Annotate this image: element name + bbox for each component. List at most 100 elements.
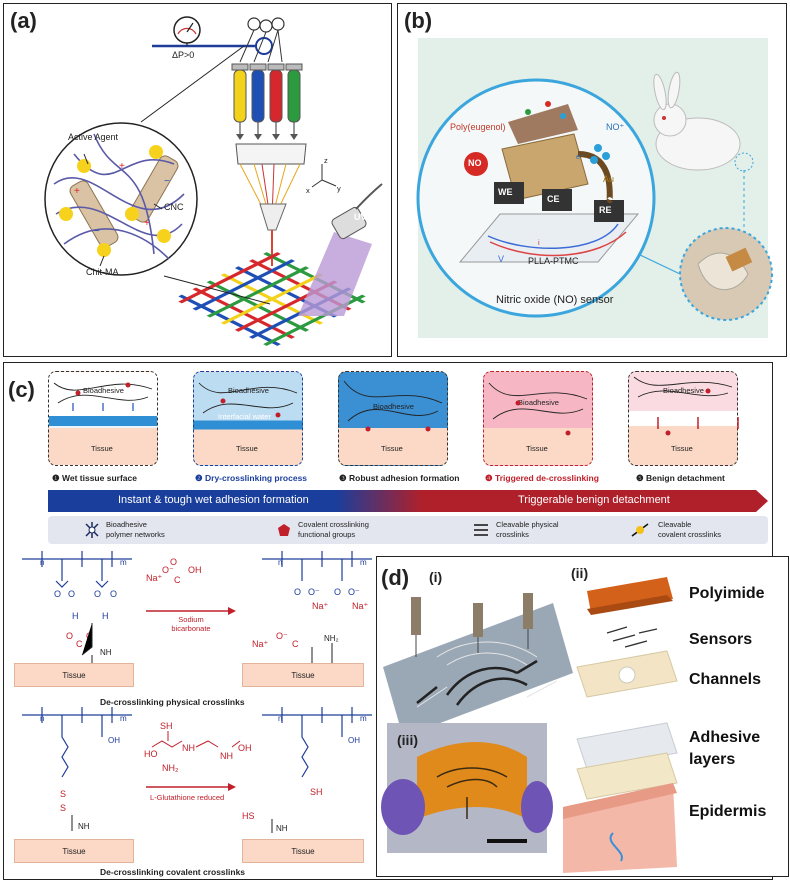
au-label: Au [603, 174, 615, 184]
syringe-tubes [231, 63, 303, 140]
svg-text:Na⁺: Na⁺ [352, 601, 369, 611]
svg-text:Na⁺: Na⁺ [312, 601, 329, 611]
svg-text:C: C [292, 639, 299, 649]
legend-3: Cleavable physical crosslinks [496, 520, 559, 539]
layer-channels: Channels [689, 671, 762, 688]
uv-label: UV [354, 212, 367, 222]
voltage-label: V [498, 254, 505, 264]
svg-text:NH: NH [78, 822, 90, 831]
svg-text:O: O [294, 587, 301, 597]
panel-d: (d) (i) (ii) [376, 556, 789, 877]
poly-eugenol-label: Poly(eugenol) [450, 122, 506, 132]
panel-b-illustration [416, 71, 773, 321]
chit-ma-label: Chit-MA [86, 267, 119, 277]
svg-text:O: O [334, 587, 341, 597]
svg-text:n: n [278, 714, 282, 723]
step-1: ❶ Wet tissue surface [52, 473, 137, 483]
svg-text:n: n [278, 558, 282, 567]
arrow-right-text: Triggerable benign detachment [518, 494, 670, 506]
arrow-left-text: Instant & tough wet adhesion formation [118, 494, 309, 506]
sensor-caption: Nitric oxide (NO) sensor [496, 294, 614, 306]
svg-text:HS: HS [242, 811, 255, 821]
svg-text:O⁻: O⁻ [348, 587, 360, 597]
axis-x: x [306, 186, 310, 195]
ce-label: CE [547, 194, 560, 204]
card-5: Bioadhesive Tissue [628, 371, 738, 466]
svg-text:NH: NH [276, 824, 288, 833]
svg-text:O⁻: O⁻ [308, 587, 320, 597]
sub-ii-label: (ii) [571, 565, 589, 581]
reagent-2: L-Glutathione reduced [150, 793, 225, 802]
panel-c-label: (c) [8, 377, 35, 402]
svg-text:OH: OH [188, 565, 202, 575]
card-4: Bioadhesive Tissue [483, 371, 593, 466]
sub-iii-label: (iii) [397, 732, 418, 748]
layer-sensors: Sensors [689, 631, 753, 648]
svg-text:OH: OH [348, 736, 360, 745]
svg-text:S: S [60, 789, 66, 799]
svg-text:C: C [174, 575, 181, 585]
reaction-1-caption: De-crosslinking physical crosslinks [100, 697, 245, 707]
no-label: NO [468, 158, 482, 168]
no-plus-label: NO⁺ [606, 122, 625, 132]
axis-y: y [337, 184, 341, 193]
tissue-box-1b: Tissue [242, 663, 364, 687]
layer-epidermis: Epidermis [689, 803, 767, 820]
panel-a-label: (a) [10, 8, 37, 33]
svg-text:O: O [66, 631, 73, 641]
svg-text:NH₂: NH₂ [324, 634, 339, 643]
re-label: RE [599, 205, 612, 215]
svg-text:m: m [360, 558, 367, 567]
svg-text:NH: NH [220, 751, 233, 761]
svg-text:−: − [94, 226, 100, 237]
tissue-box-2a: Tissue [14, 839, 134, 863]
pressure-label: ΔP>0 [172, 50, 195, 60]
active-agent-label: Active Agent [68, 132, 119, 142]
layer-polyimide: Polyimide [689, 585, 765, 602]
svg-text:OH: OH [108, 736, 120, 745]
card-2: Bioadhesive Interfacial water Tissue [193, 371, 303, 466]
reaction-2-caption: De-crosslinking covalent crosslinks [100, 867, 246, 877]
svg-text:m: m [360, 714, 367, 723]
svg-text:+: + [144, 218, 150, 229]
step-2: ❷ Dry-crosslinking process [195, 473, 308, 483]
svg-text:n: n [40, 714, 44, 723]
svg-text:H: H [72, 611, 79, 621]
current-label: i [538, 238, 540, 247]
svg-text:m: m [120, 558, 127, 567]
panel-a-illustration: + + + − − [44, 16, 383, 346]
process-arrow-bar: Instant & tough wet adhesion formation T… [48, 490, 768, 512]
we-label: WE [498, 187, 513, 197]
svg-text:SH: SH [310, 787, 323, 797]
step-3: ❸ Robust adhesion formation [339, 473, 460, 483]
panel-a: (a) [3, 3, 392, 357]
cnc-label: CNC [164, 202, 184, 212]
svg-text:SH: SH [160, 721, 173, 731]
svg-text:O⁻: O⁻ [276, 631, 288, 641]
panel-d-illustration [381, 577, 678, 873]
svg-text:O: O [110, 589, 117, 599]
tissue-box-2b: Tissue [242, 839, 364, 863]
svg-text:Na⁺: Na⁺ [252, 639, 269, 649]
svg-text:n: n [40, 558, 44, 567]
panel-b-label: (b) [404, 8, 433, 33]
svg-text:m: m [120, 714, 127, 723]
card-network-overlay [53, 376, 739, 436]
card-1: Bioadhesive Water Tissue [48, 371, 158, 466]
step-4: ❹ Triggered de-crosslinking [485, 473, 599, 483]
svg-text:NH: NH [182, 743, 195, 753]
svg-text:−: − [164, 176, 170, 187]
svg-text:S: S [60, 803, 66, 813]
svg-text:NH₂: NH₂ [162, 763, 179, 773]
sub-i-label: (i) [429, 569, 443, 585]
svg-text:O: O [68, 589, 75, 599]
electron-label: e⁻ [576, 152, 585, 161]
svg-text:NH: NH [100, 648, 112, 657]
